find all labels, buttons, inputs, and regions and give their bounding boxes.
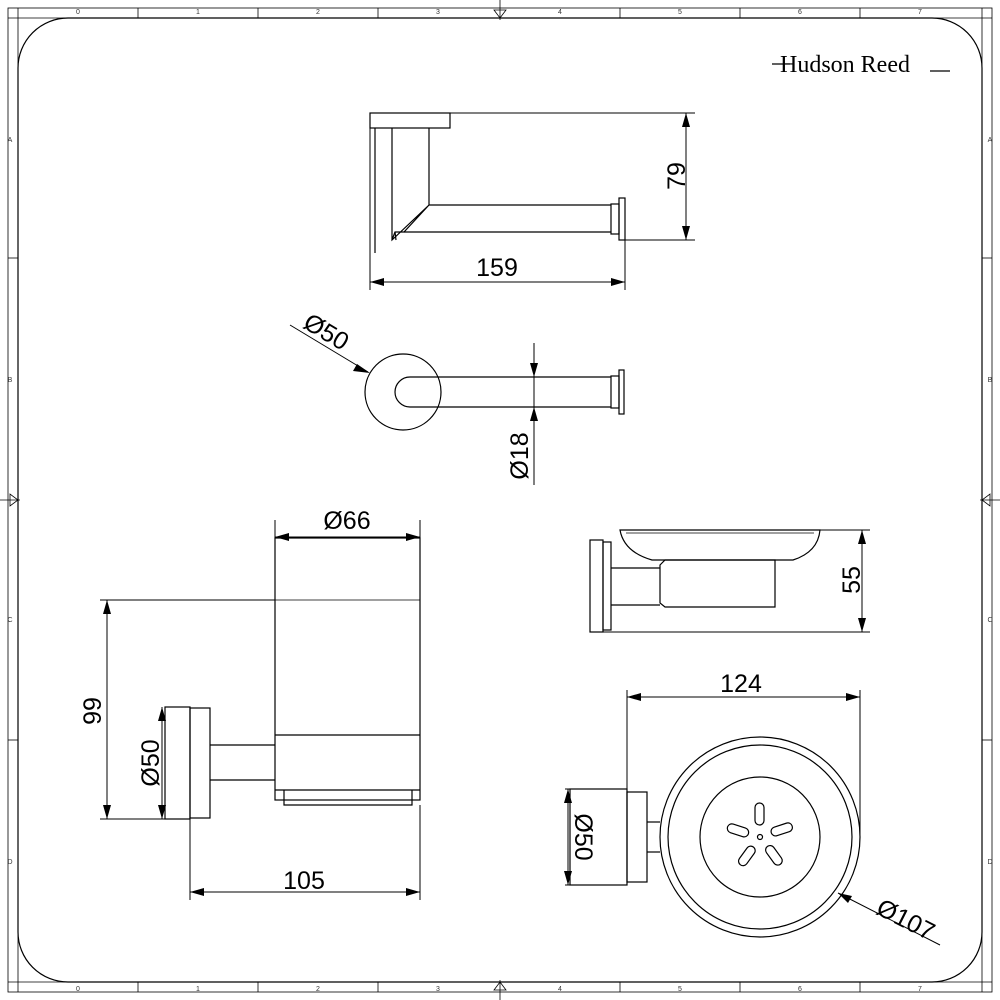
col-label-bottom: 4: [558, 986, 562, 993]
row-label-left: B: [8, 377, 13, 384]
center-mark-bottom: [493, 980, 507, 1000]
soap-dish-height-label: 55: [838, 566, 866, 594]
roll-height-label: 79: [663, 162, 691, 190]
tumbler-plate-diameter-label: Ø50: [137, 739, 165, 786]
col-label-bottom: 7: [918, 986, 922, 993]
dimension-tumbler-height: 99: [79, 599, 275, 820]
roll-holder-side-view: [369, 112, 626, 253]
soap-dish-side-view: [589, 529, 821, 633]
col-label-top: 4: [558, 9, 562, 16]
col-label-bottom: 0: [76, 986, 80, 993]
col-label-top: 6: [798, 9, 802, 16]
col-label-bottom: 1: [196, 986, 200, 993]
center-mark-right: [980, 493, 1000, 507]
dimension-tumbler-projection: 105: [189, 805, 421, 900]
col-label-bottom: 5: [678, 986, 682, 993]
soap-dish-top-view: [569, 736, 861, 938]
dimension-roll-width: 159: [369, 128, 626, 290]
dimension-soap-dish-diameter: Ø107: [837, 892, 941, 947]
roll-bar-diameter-label: Ø18: [506, 432, 534, 479]
tumbler-projection-label: 105: [283, 867, 325, 895]
col-label-top: 1: [196, 9, 200, 16]
col-label-top: 7: [918, 9, 922, 16]
row-label-left: C: [7, 617, 12, 624]
row-label-right: A: [988, 137, 993, 144]
col-label-top: 0: [76, 9, 80, 16]
soap-dish-width-label: 124: [720, 670, 762, 698]
row-label-left: A: [8, 137, 13, 144]
col-label-top: 3: [436, 9, 440, 16]
soap-plate-diameter-label: Ø50: [569, 813, 597, 860]
row-label-right: D: [987, 859, 992, 866]
roll-holder-top-view: [364, 353, 625, 431]
col-label-top: 5: [678, 9, 682, 16]
brand-logo: Hudson Reed: [772, 52, 950, 78]
col-label-top: 2: [316, 9, 320, 16]
tumbler-diameter-label: Ø66: [323, 507, 370, 535]
roll-width-label: 159: [476, 254, 518, 282]
col-label-bottom: 3: [436, 986, 440, 993]
dimension-roll-plate-diameter: Ø50: [289, 308, 370, 373]
dimension-soap-dish-height: 55: [603, 529, 870, 633]
dimension-roll-bar-diameter: Ø18: [506, 343, 538, 485]
brand-name: Hudson Reed: [780, 52, 910, 78]
col-label-bottom: 2: [316, 986, 320, 993]
drain-slots: [726, 802, 794, 867]
row-label-right: B: [988, 377, 993, 384]
roll-plate-diameter-label: Ø50: [299, 308, 354, 356]
dimension-tumbler-diameter: Ø66: [274, 507, 421, 541]
soap-dish-diameter-label: Ø107: [872, 894, 939, 947]
center-mark-left: [0, 493, 20, 507]
dimension-soap-plate-diameter: Ø50: [564, 788, 597, 886]
row-label-right: C: [987, 617, 992, 624]
tumbler-height-label: 99: [79, 697, 107, 725]
dimension-tumbler-plate-diameter: Ø50: [137, 707, 166, 819]
col-label-bottom: 6: [798, 986, 802, 993]
row-label-left: D: [7, 859, 12, 866]
tumbler-holder-view: [164, 537, 421, 820]
dimension-soap-dish-width: 124: [626, 670, 861, 837]
center-mark-top: [493, 0, 507, 20]
dimension-roll-height: 79: [450, 112, 695, 241]
